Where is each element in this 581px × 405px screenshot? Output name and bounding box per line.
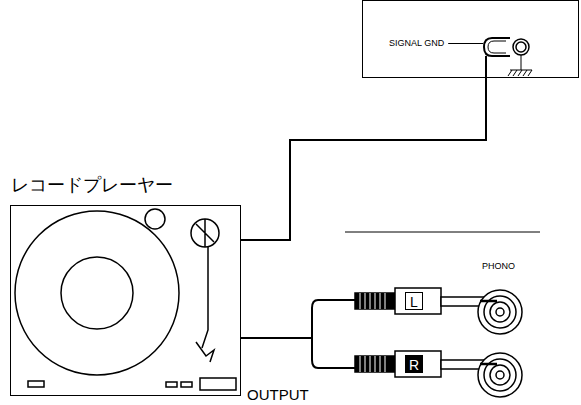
platter	[15, 211, 179, 375]
turntable: レコードプレーヤー	[10, 205, 241, 396]
record-label	[61, 257, 133, 329]
grip-ridges	[360, 356, 385, 372]
plug-grip	[355, 356, 395, 372]
headshell	[196, 342, 214, 362]
leader-line	[448, 43, 483, 44]
phono-jack	[478, 290, 522, 334]
panel-mark	[166, 382, 177, 387]
ground-post	[516, 42, 526, 52]
phono-jack	[478, 353, 522, 397]
panel-mark	[28, 381, 44, 387]
channel-mark: R	[405, 355, 423, 373]
ground-symbol	[508, 55, 532, 76]
device-name: レコードプレーヤー	[11, 176, 173, 194]
tonearm-pivot	[196, 219, 214, 247]
terminal-name: SIGNAL GND	[389, 39, 444, 48]
rca-cable	[240, 300, 355, 368]
tonearm-base	[191, 219, 219, 247]
divider	[345, 232, 540, 233]
input-name: PHONO	[482, 262, 515, 271]
channel-mark: L	[405, 292, 423, 310]
ground-wire	[485, 56, 487, 78]
plug-grip	[355, 293, 395, 309]
spade-lug	[488, 41, 506, 53]
panel-mark	[200, 378, 236, 390]
tonearm	[202, 247, 208, 348]
knob	[145, 209, 165, 229]
plug-body	[395, 351, 441, 377]
ground-post	[513, 39, 529, 55]
ground-wire	[241, 78, 486, 240]
plug-body	[395, 288, 441, 314]
output-label: OUTPUT	[247, 387, 309, 402]
grip-ridges	[360, 293, 385, 309]
spade-lug	[484, 38, 510, 56]
amplifier-panel: SIGNAL GND	[362, 0, 579, 78]
panel-mark	[181, 382, 192, 387]
